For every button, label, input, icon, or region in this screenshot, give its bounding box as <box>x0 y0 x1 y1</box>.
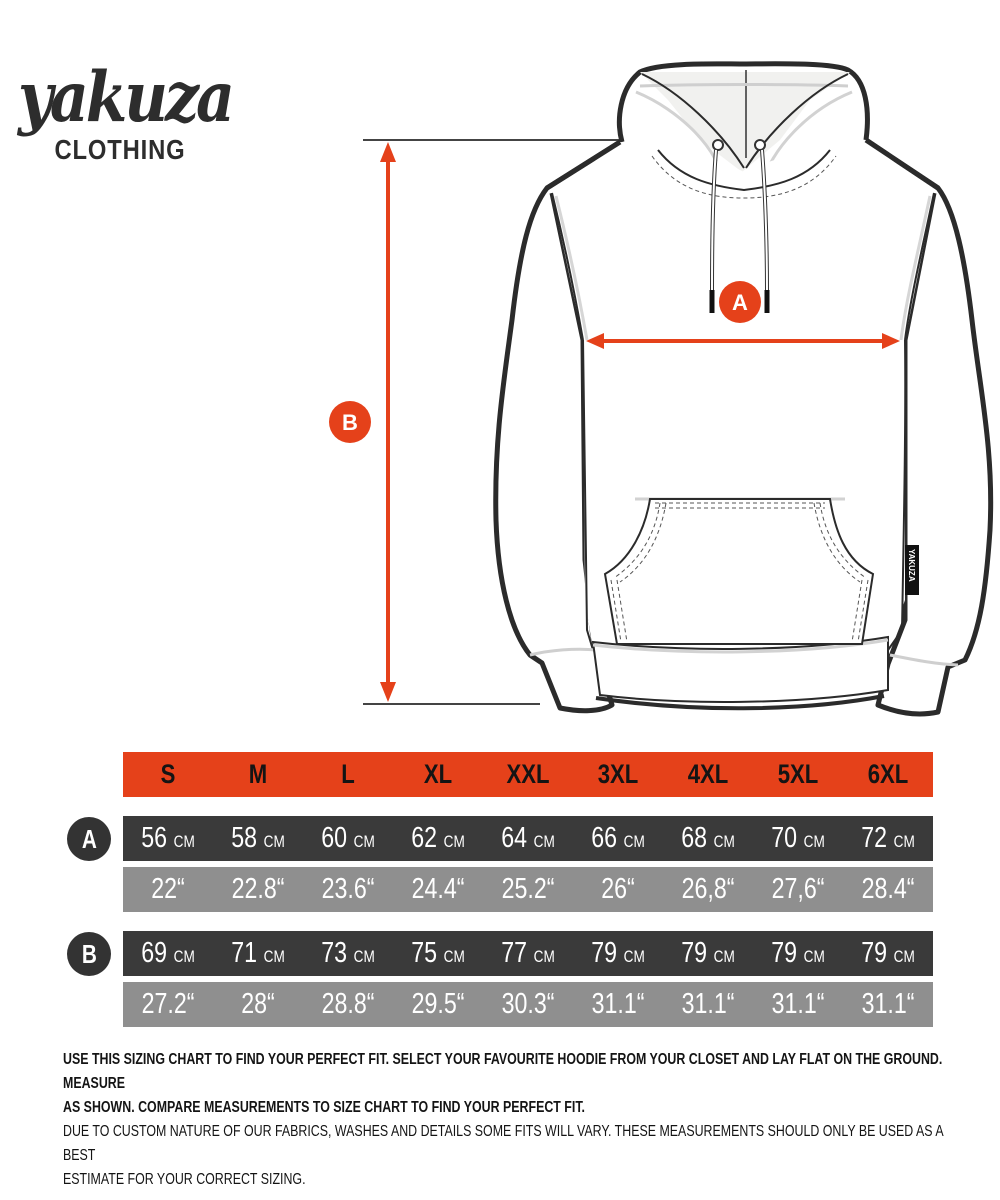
table-cell: 31.1“ <box>681 988 735 1020</box>
brand-subtitle: CLOTHING <box>54 134 186 165</box>
size-header-cell: L <box>341 759 355 789</box>
measure-a-marker: A <box>719 281 761 323</box>
table-cell: 24.4“ <box>411 873 465 905</box>
size-header-cell: XXL <box>506 759 550 789</box>
size-header-row: S M L XL XXL 3XL 4XL 5XL 6XL <box>123 752 933 797</box>
notes-line-2: AS SHOWN. COMPARE MEASUREMENTS TO SIZE C… <box>63 1099 585 1116</box>
sizing-notes: USE THIS SIZING CHART TO FIND YOUR PERFE… <box>63 1048 953 1192</box>
hood <box>617 61 870 186</box>
notes-line-4: ESTIMATE FOR YOUR CORRECT SIZING. <box>63 1171 306 1188</box>
row-marker-a: A <box>67 817 111 861</box>
table-cell: 27,6“ <box>771 873 825 905</box>
size-header-cell: 6XL <box>867 759 909 789</box>
svg-text:A: A <box>732 290 748 315</box>
table-cell: 30.3“ <box>501 988 555 1020</box>
table-cell: 25.2“ <box>501 873 555 905</box>
table-cell: 28.4“ <box>861 873 915 905</box>
size-header-cell: 5XL <box>777 759 819 789</box>
size-header-cell: 4XL <box>687 759 729 789</box>
table-cell: 26“ <box>601 873 635 905</box>
notes-line-1: USE THIS SIZING CHART TO FIND YOUR PERFE… <box>63 1051 943 1092</box>
table-cell: 22“ <box>151 873 185 905</box>
table-cell: 22.8“ <box>231 873 285 905</box>
size-header-cell: S <box>160 759 176 789</box>
table-cell: 26,8“ <box>681 873 735 905</box>
measure-a-arrow <box>586 333 900 349</box>
table-cell: 29.5“ <box>411 988 465 1020</box>
size-header-cell: XL <box>423 759 453 789</box>
row-marker-b: B <box>67 932 111 976</box>
waistband <box>591 635 889 711</box>
kangaroo-pocket <box>603 497 875 645</box>
brand-logo: yakuza CLOTHING <box>10 61 240 166</box>
measure-b-arrow <box>380 142 396 702</box>
size-header-cell: 3XL <box>597 759 639 789</box>
measure-b-inch-row: 27.2“ 28“ 28.8“ 29.5“ 30.3“ 31.1“ 31.1“ … <box>123 982 933 1027</box>
hoodie-illustration: YAKUZA A B <box>329 61 994 717</box>
size-header-cell: M <box>248 759 268 789</box>
table-cell: 31.1“ <box>771 988 825 1020</box>
svg-text:B: B <box>342 410 358 435</box>
brand-name: yakuza <box>18 57 235 139</box>
table-cell: 31.1“ <box>861 988 915 1020</box>
table-cell: 28“ <box>241 988 275 1020</box>
notes-line-3: DUE TO CUSTOM NATURE OF OUR FABRICS, WAS… <box>63 1123 943 1164</box>
measure-b-marker: B <box>329 401 371 443</box>
table-cell: 31.1“ <box>591 988 645 1020</box>
drawstrings <box>709 139 770 313</box>
table-cell: 27.2“ <box>141 988 195 1020</box>
measure-a-inch-row: 22“ 22.8“ 23.6“ 24.4“ 25.2“ 26“ 26,8“ 27… <box>123 867 933 912</box>
brand-tag: YAKUZA <box>905 545 919 595</box>
table-cell: 28.8“ <box>321 988 375 1020</box>
table-cell: 23.6“ <box>321 873 375 905</box>
brand-tag-text: YAKUZA <box>907 549 916 582</box>
